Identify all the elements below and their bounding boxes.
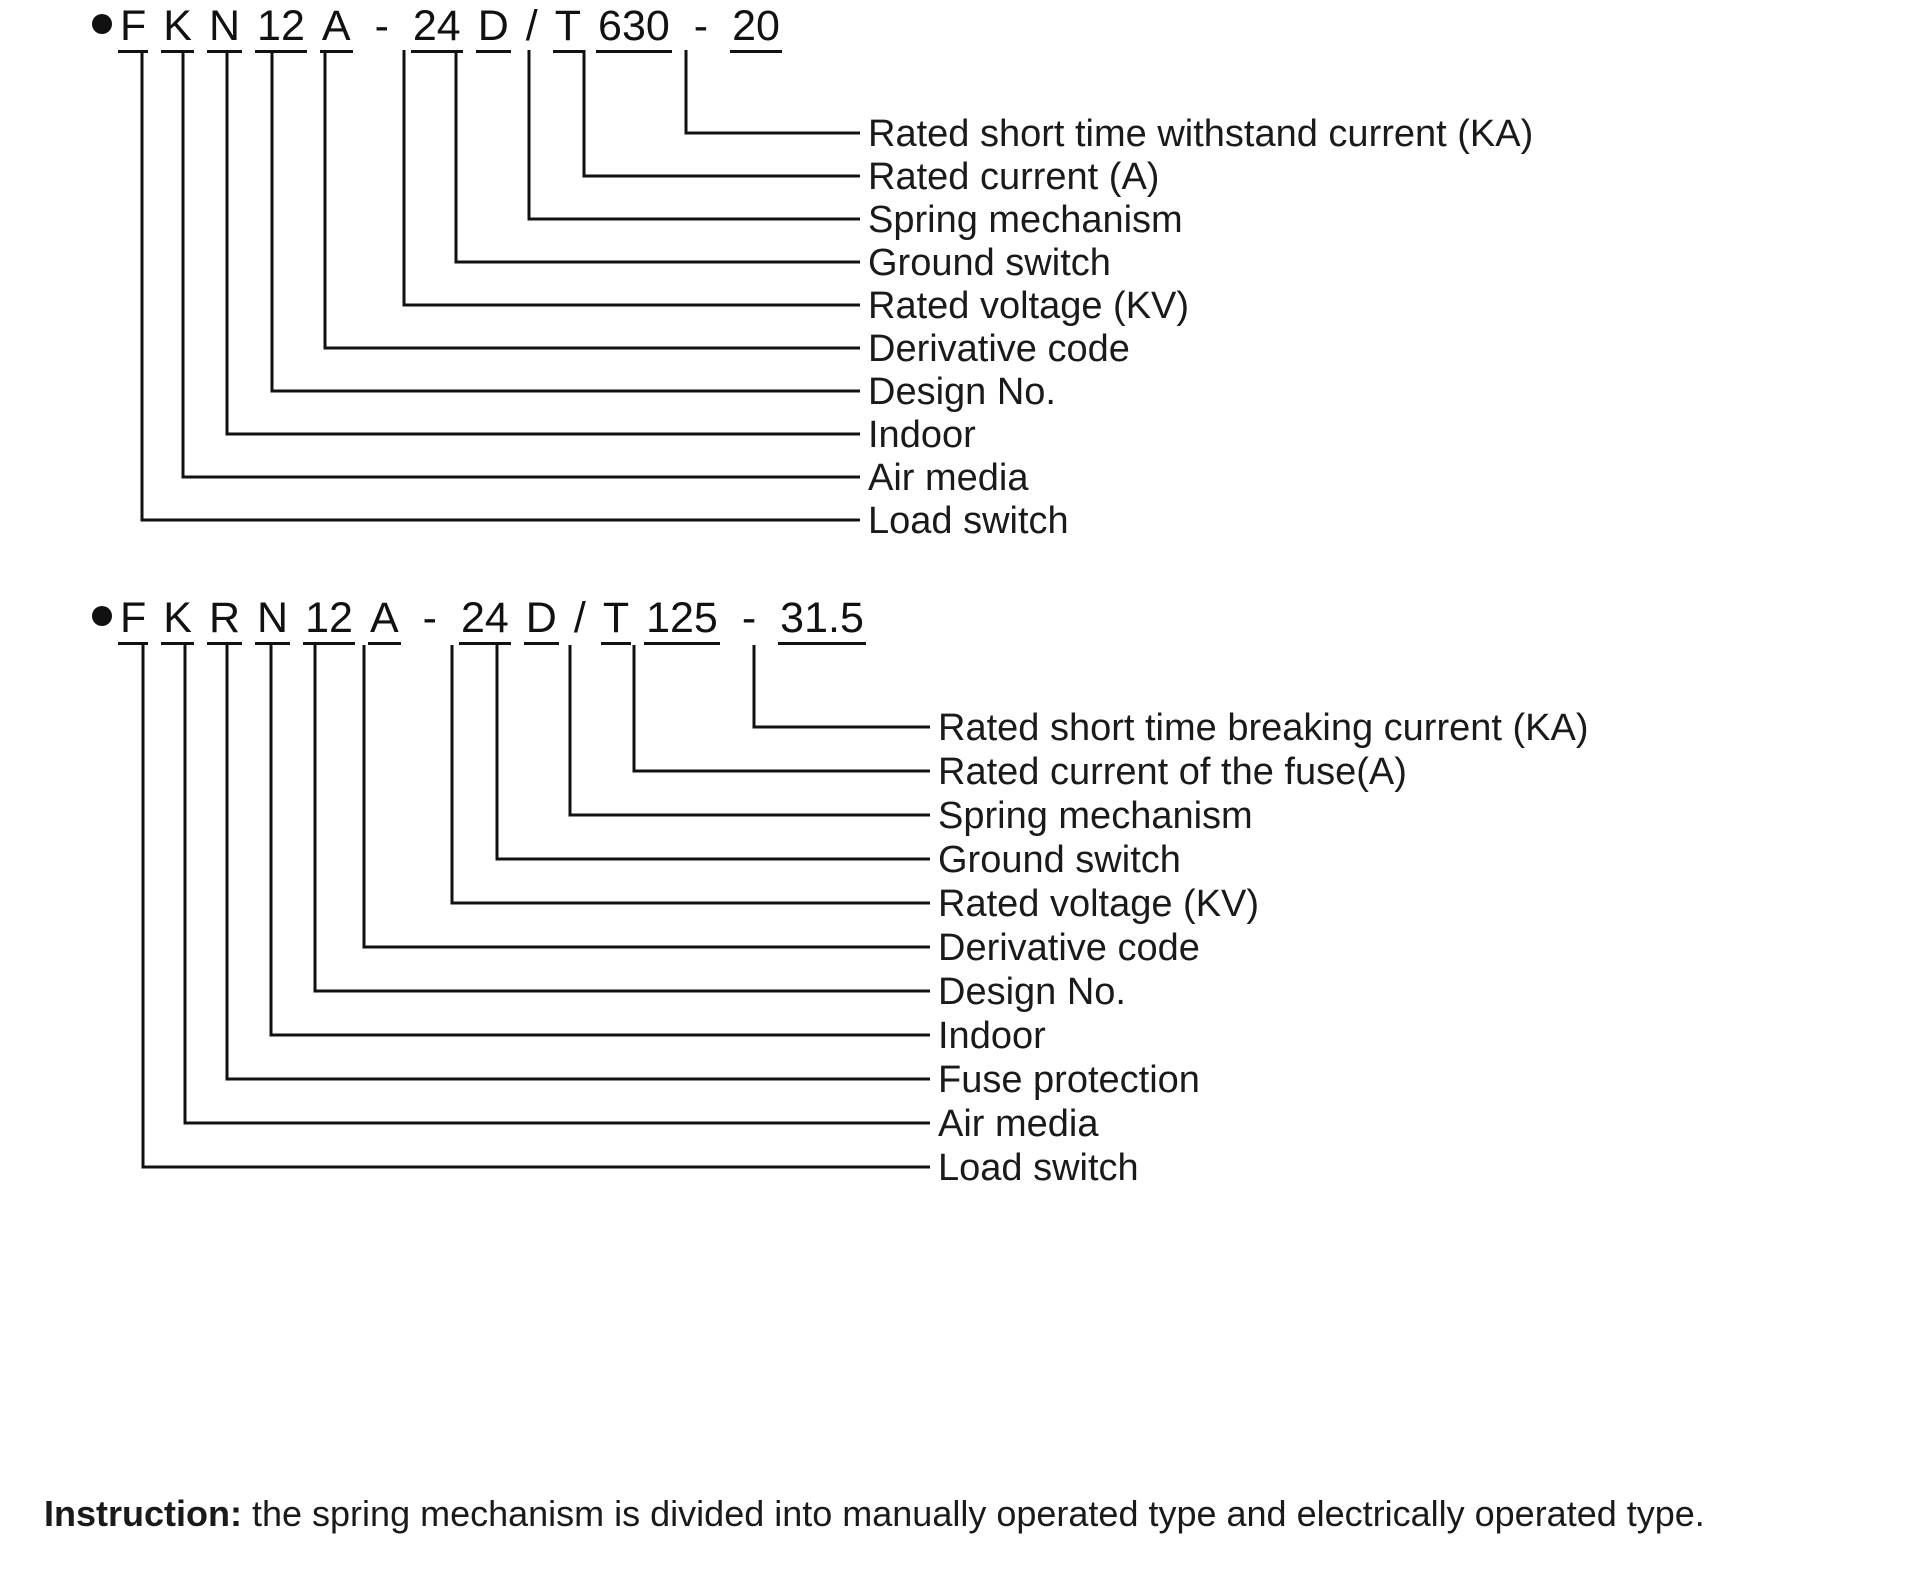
label-ground-switch: Ground switch xyxy=(868,242,1111,284)
code-segment: A xyxy=(319,2,353,53)
code-segment: 24 xyxy=(458,594,511,645)
label-rated-short-time-withstand-current: Rated short time withstand current (KA) xyxy=(868,113,1534,155)
instruction-note-text: the spring mechanism is divided into man… xyxy=(241,1493,1705,1534)
instruction-note: Instruction: the spring mechanism is div… xyxy=(44,1492,1705,1536)
model-code-row-1: F K N 12 A - 24 D / T 630 - 20 xyxy=(92,2,782,53)
code-segment: T xyxy=(600,594,632,645)
label-rated-current: Rated current (A) xyxy=(868,156,1160,198)
label-air-media: Air media xyxy=(938,1103,1099,1145)
label-fuse-protection: Fuse protection xyxy=(938,1059,1200,1101)
label-derivative-code: Derivative code xyxy=(938,927,1200,969)
label-load-switch: Load switch xyxy=(938,1147,1139,1189)
code-segment: 12 xyxy=(303,594,355,645)
code-segment: F xyxy=(118,2,149,53)
code-separator: - xyxy=(693,2,709,50)
label-design-no: Design No. xyxy=(938,971,1126,1013)
code-segment: F xyxy=(118,594,149,645)
label-rated-current-of-the-fuse: Rated current of the fuse(A) xyxy=(938,751,1407,793)
label-ground-switch: Ground switch xyxy=(938,839,1181,881)
filled-circle-bullet-icon xyxy=(92,14,112,34)
code-segment: N xyxy=(255,594,291,645)
label-load-switch: Load switch xyxy=(868,500,1069,542)
code-segment: R xyxy=(206,594,243,645)
code-separator: / xyxy=(525,2,538,50)
code-segment: N xyxy=(206,2,243,53)
label-derivative-code: Derivative code xyxy=(868,328,1130,370)
label-rated-short-time-breaking-current: Rated short time breaking current (KA) xyxy=(938,707,1589,749)
label-indoor: Indoor xyxy=(938,1015,1046,1057)
code-segment: 31.5 xyxy=(778,594,866,645)
code-segment: 12 xyxy=(255,2,307,53)
filled-circle-bullet-icon xyxy=(92,606,112,626)
code-segment: T xyxy=(552,2,584,53)
label-air-media: Air media xyxy=(868,457,1029,499)
model-code-row-2: F K R N 12 A - 24 D / T 125 - 31.5 xyxy=(92,594,866,645)
code-segment: K xyxy=(161,594,194,645)
code-segment: 20 xyxy=(730,2,782,53)
label-design-no: Design No. xyxy=(868,371,1056,413)
code-segment: 125 xyxy=(644,594,720,645)
label-rated-voltage: Rated voltage (KV) xyxy=(868,285,1190,327)
label-indoor: Indoor xyxy=(868,414,976,456)
code-segment: 24 xyxy=(410,2,463,53)
code-separator: / xyxy=(573,594,586,642)
code-segment: K xyxy=(161,2,194,53)
code-separator: - xyxy=(422,594,437,642)
label-spring-mechanism: Spring mechanism xyxy=(938,795,1253,837)
code-segment: D xyxy=(475,2,511,53)
label-spring-mechanism: Spring mechanism xyxy=(868,199,1183,241)
code-separator: - xyxy=(741,594,757,642)
instruction-note-prefix: Instruction: xyxy=(44,1493,242,1534)
code-segment: 630 xyxy=(596,2,672,53)
code-separator: - xyxy=(374,2,389,50)
code-segment: A xyxy=(367,594,401,645)
label-rated-voltage: Rated voltage (KV) xyxy=(938,883,1260,925)
code-segment: D xyxy=(523,594,559,645)
